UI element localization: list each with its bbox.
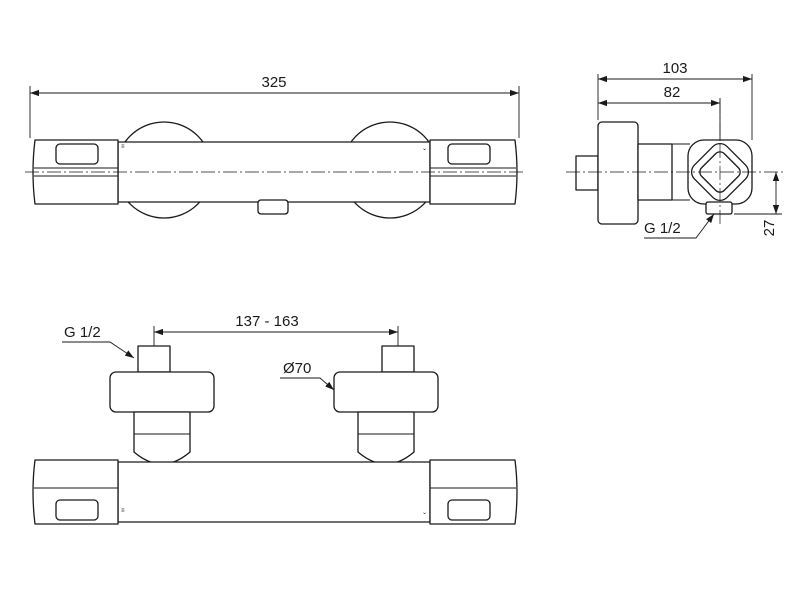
stem-left <box>133 411 191 465</box>
inlet-thread-left <box>137 345 171 373</box>
mixer-body-plan <box>117 461 431 523</box>
dim-side-inner: 82 <box>664 84 681 101</box>
side-wall-plate <box>597 121 639 225</box>
dim-side-depth: 103 <box>662 60 687 77</box>
leader-escutcheon-diameter <box>280 377 335 391</box>
bottom-view: ≡ ⌄ 137 - 163 G 1/2 Ø70 <box>32 313 518 525</box>
plan-scale-mark-left: ≡ <box>121 508 125 514</box>
label-connection-front: G 1/2 <box>64 324 101 341</box>
scale-mark-right: ⌄ <box>422 146 427 152</box>
stem-right <box>357 411 415 465</box>
leader-connection-side <box>644 213 715 239</box>
right-handle-button <box>447 143 491 165</box>
top-view: ≡ ⌄ 325 <box>25 74 525 219</box>
label-connection-side: G 1/2 <box>644 220 681 237</box>
side-inlet-thread <box>575 155 599 191</box>
plan-scale-mark-right: ⌄ <box>422 510 427 516</box>
dim-spacing: 137 - 163 <box>235 313 298 330</box>
shower-outlet <box>257 199 289 215</box>
left-handle-button <box>55 143 99 165</box>
leader-connection-front <box>62 341 135 359</box>
label-escutcheon-diameter: Ø70 <box>283 360 311 377</box>
escutcheon-right <box>333 371 439 413</box>
escutcheon-left <box>109 371 215 413</box>
plan-right-handle-button <box>447 499 491 521</box>
dim-outlet-offset: 27 <box>761 220 778 237</box>
scale-mark-left: ≡ <box>121 144 125 150</box>
dim-overall-length: 325 <box>261 74 286 91</box>
plan-left-handle-button <box>55 499 99 521</box>
side-outlet-nut <box>705 201 733 215</box>
inlet-thread-right <box>381 345 415 373</box>
side-view: 103 82 27 G 1/2 <box>566 60 785 239</box>
